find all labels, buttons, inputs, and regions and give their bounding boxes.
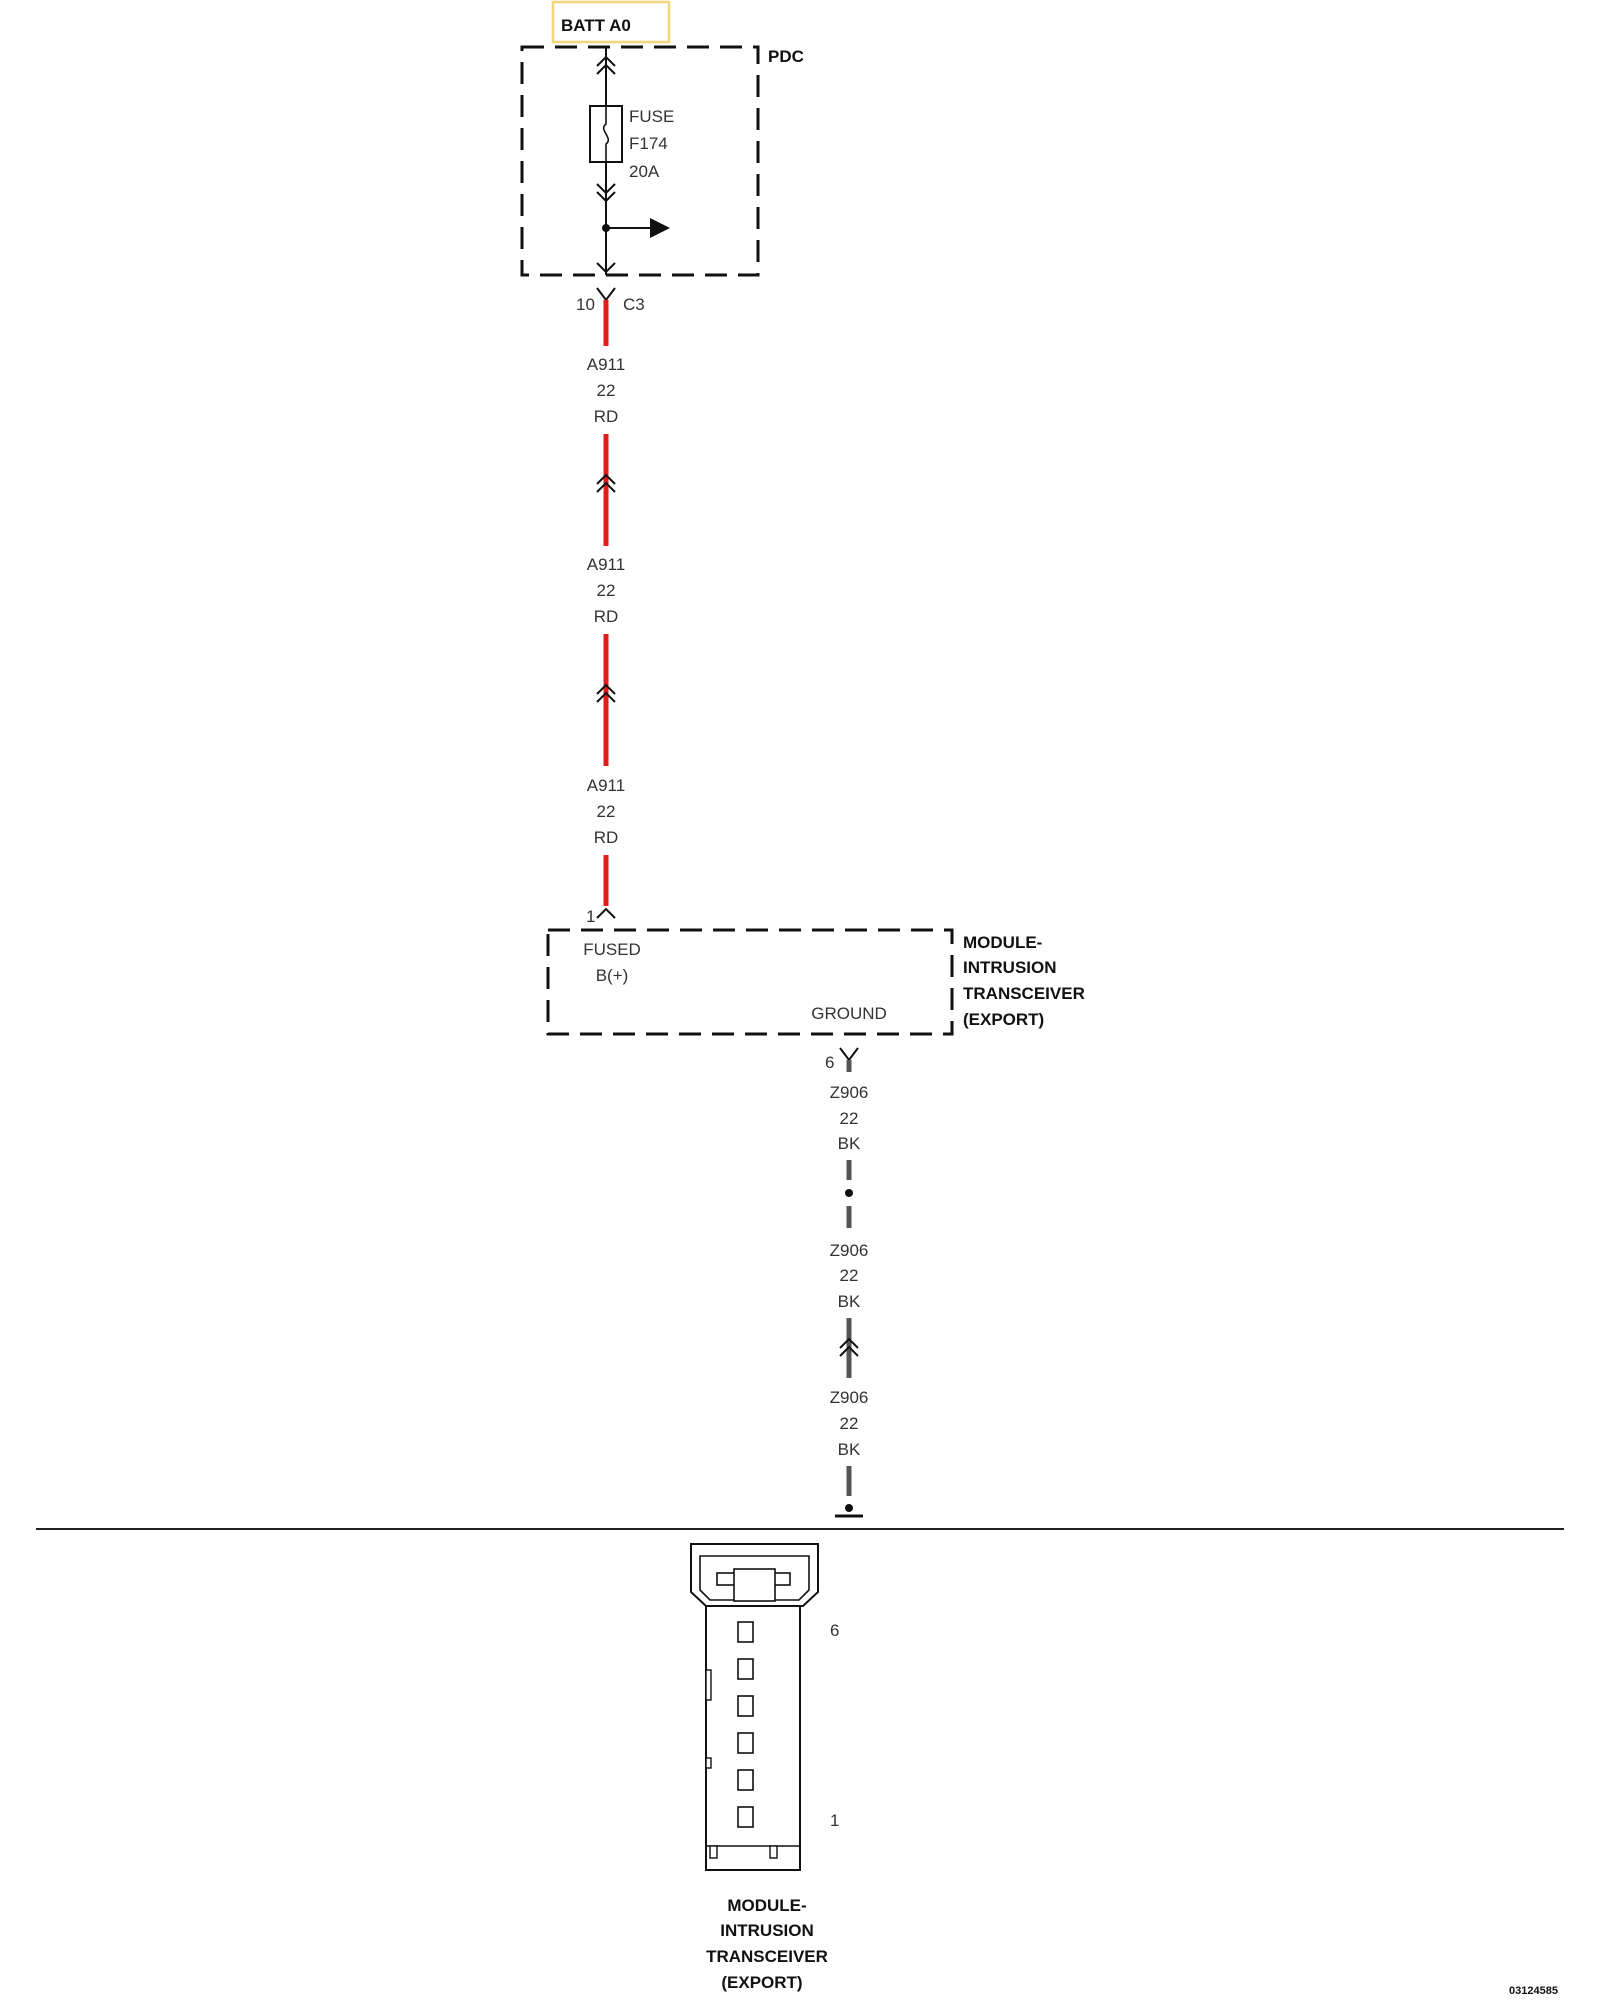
cavity-pin-1	[737, 1806, 754, 1828]
pdc-box	[520, 45, 760, 277]
wire-z906-color-3: BK	[838, 1440, 861, 1459]
wire-a911-gauge-1: 22	[597, 381, 616, 400]
connector-latch-tab	[733, 1568, 776, 1602]
ground-terminal-dot	[845, 1504, 853, 1512]
connector-foot-left	[709, 1845, 718, 1859]
connector-title-3: TRANSCEIVER	[706, 1947, 828, 1966]
fuse-label-line1: FUSE	[629, 107, 674, 126]
wire-a911-circuit-2: A911	[587, 555, 625, 574]
module-title-2: INTRUSION	[963, 958, 1057, 977]
wire-z906-color-2: BK	[838, 1292, 861, 1311]
cavity-pin-5	[737, 1658, 754, 1680]
wire-a911-color-3: RD	[594, 828, 619, 847]
module-pin1-number: 1	[586, 907, 595, 926]
module-title-4: (EXPORT)	[963, 1010, 1044, 1029]
wire-a911-gauge-2: 22	[597, 581, 616, 600]
module-pin6-connector	[839, 1047, 859, 1062]
connector-chevron-bottom	[596, 262, 616, 274]
connector-chevron-mid	[596, 183, 616, 203]
module-box	[546, 928, 954, 1036]
wire-z906-circuit-2: Z906	[830, 1241, 869, 1260]
cavity-pin-4	[737, 1695, 754, 1717]
pdc-label: PDC	[768, 47, 804, 66]
cavity-pin-6	[737, 1621, 754, 1643]
cavity-pin-3	[737, 1732, 754, 1754]
wire-z906-color-1: BK	[838, 1134, 861, 1153]
fuse-label-line3: 20A	[629, 162, 660, 181]
connector-c3-pin: 10	[576, 295, 595, 314]
fuse-label-line2: F174	[629, 134, 668, 153]
module-pin6-number: 6	[825, 1053, 834, 1072]
wire-a911-circuit-3: A911	[587, 776, 625, 795]
module-title-3: TRANSCEIVER	[963, 984, 1085, 1003]
inline-connector-1	[596, 473, 616, 493]
connector-side-key-2	[705, 1757, 712, 1769]
wire-z906-gauge-3: 22	[840, 1414, 859, 1433]
connector-c3-id: C3	[623, 295, 645, 314]
connector-title-2: INTRUSION	[720, 1921, 814, 1940]
connector-side-key-1	[705, 1669, 712, 1701]
module-ground-label: GROUND	[811, 1004, 887, 1023]
batt-source-box	[551, 0, 671, 44]
figure-id: 03124585	[1509, 1985, 1558, 1997]
connector-title-1: MODULE-	[727, 1896, 806, 1915]
wire-z906-circuit-1: Z906	[830, 1083, 869, 1102]
connector-face-view	[690, 1543, 819, 1871]
ground-splice-dot	[845, 1189, 853, 1197]
module-fused-label: FUSED	[583, 940, 641, 959]
connector-face-pin-bottom: 1	[830, 1811, 839, 1830]
connector-face-pin-top: 6	[830, 1621, 839, 1640]
connector-title-4: (EXPORT)	[721, 1973, 802, 1992]
module-bplus-label: B(+)	[596, 966, 629, 985]
module-pin1-connector	[596, 907, 616, 919]
wire-a911-circuit-1: A911	[587, 355, 625, 374]
connector-latch-inner	[699, 1555, 810, 1601]
cavity-pin-2	[737, 1769, 754, 1791]
inline-connector-3	[839, 1337, 859, 1357]
connector-c3-symbol	[596, 287, 616, 302]
wire-z906-gauge-1: 22	[840, 1109, 859, 1128]
fuse-element	[602, 106, 610, 162]
wire-z906-gauge-2: 22	[840, 1266, 859, 1285]
inline-connector-2	[596, 683, 616, 703]
module-title-1: MODULE-	[963, 933, 1042, 952]
connector-chevron-top	[596, 55, 616, 75]
connector-foot-right	[769, 1845, 778, 1859]
wire-a911-color-2: RD	[594, 607, 619, 626]
wire-z906-circuit-3: Z906	[830, 1388, 869, 1407]
wire-a911-gauge-3: 22	[597, 802, 616, 821]
batt-source-label: BATT A0	[561, 16, 631, 35]
wire-a911-color-1: RD	[594, 407, 619, 426]
